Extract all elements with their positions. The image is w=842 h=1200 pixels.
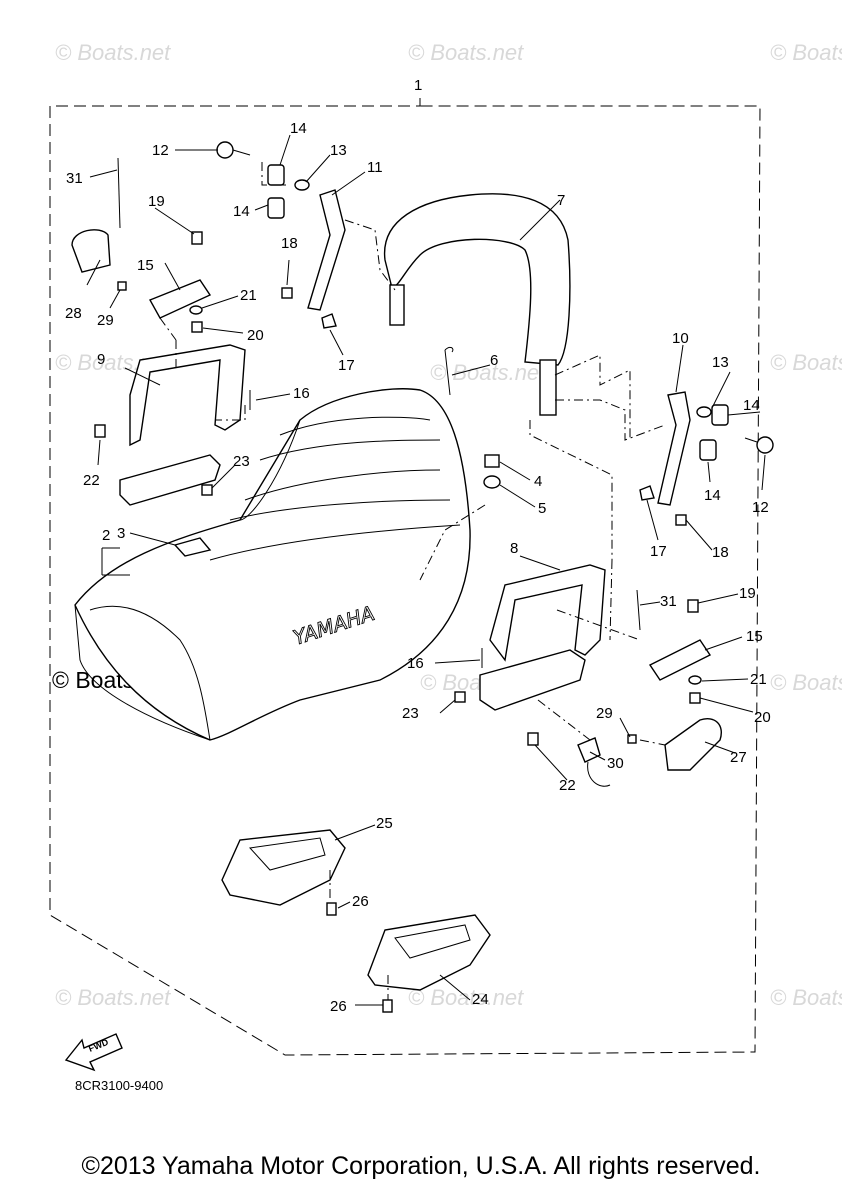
watermarks: © Boats.net © Boats.net © Boats.net © Bo…	[52, 40, 842, 1010]
callout-14b: 14	[233, 203, 250, 220]
callout-21b: 21	[750, 671, 767, 688]
foot-pads	[221, 829, 491, 991]
callout-23a: 23	[233, 453, 250, 470]
callout-21a: 21	[240, 287, 257, 304]
callout-16b: 16	[407, 655, 424, 672]
callout-24: 24	[472, 991, 489, 1008]
callout-29a: 29	[97, 312, 114, 329]
callout-14d: 14	[704, 487, 721, 504]
callout-31b: 31	[660, 593, 677, 610]
assembly-boundary	[49, 98, 761, 1056]
callout-19a: 19	[148, 193, 165, 210]
callout-1: 1	[414, 77, 422, 94]
callout-4: 4	[534, 473, 542, 490]
callout-17b: 17	[650, 543, 667, 560]
callout-19b: 19	[739, 585, 756, 602]
assembly-lines	[159, 162, 666, 1000]
callout-8: 8	[510, 540, 518, 557]
callout-29b: 29	[596, 705, 613, 722]
diagram-code: 8CR3100-9400	[75, 1078, 163, 1093]
arms	[307, 189, 691, 506]
callout-2: 2	[102, 527, 110, 544]
callout-7: 7	[557, 192, 565, 209]
callout-25: 25	[376, 815, 393, 832]
fwd-arrow: FWD	[64, 1033, 123, 1072]
callout-12b: 12	[752, 499, 769, 516]
callout-13a: 13	[330, 142, 347, 159]
rear-bracket-9	[119, 344, 246, 506]
callout-6: 6	[490, 352, 498, 369]
callout-3: 3	[117, 525, 125, 542]
watermark-10: © Boats.net	[408, 985, 524, 1010]
callout-27: 27	[730, 749, 747, 766]
callout-18b: 18	[712, 544, 729, 561]
watermark-11: © Boats.net	[770, 985, 842, 1010]
callout-28: 28	[65, 305, 82, 322]
watermark-2: © Boats.net	[408, 40, 524, 65]
callout-26b: 26	[330, 998, 347, 1015]
watermark-3: © Boats.net	[770, 40, 842, 65]
callout-17a: 17	[338, 357, 355, 374]
callout-20a: 20	[247, 327, 264, 344]
callout-12a: 12	[152, 142, 169, 159]
callout-5: 5	[538, 500, 546, 517]
watermark-8: © Boats.net	[770, 670, 842, 695]
callout-15a: 15	[137, 257, 154, 274]
callouts: 2 3 4 5 6 7 8 9 10 11 12 12 13 13 14 14 …	[65, 120, 771, 1015]
callout-10: 10	[672, 330, 689, 347]
callout-14a: 14	[290, 120, 307, 137]
callout-11: 11	[367, 159, 383, 176]
callout-30: 30	[607, 755, 624, 772]
callout-20b: 20	[754, 709, 771, 726]
callout-22b: 22	[559, 777, 576, 794]
callout-23b: 23	[402, 705, 419, 722]
callout-14c: 14	[743, 397, 760, 414]
watermark-9: © Boats.net	[55, 985, 171, 1010]
callout-16a: 16	[293, 385, 310, 402]
watermark-1: © Boats.net	[55, 40, 171, 65]
seat: YAMAHA	[74, 388, 471, 741]
callout-26a: 26	[352, 893, 369, 910]
callout-18a: 18	[281, 235, 298, 252]
rear-bracket-8	[479, 564, 606, 711]
watermark-5: © Boats.net	[430, 360, 546, 385]
callout-22a: 22	[83, 472, 100, 489]
callout-15b: 15	[746, 628, 763, 645]
callout-9: 9	[97, 351, 105, 368]
copyright-notice: ©2013 Yamaha Motor Corporation, U.S.A. A…	[81, 1152, 761, 1180]
callout-13b: 13	[712, 354, 729, 371]
callout-31a: 31	[66, 170, 83, 187]
leader-lines	[86, 134, 766, 1006]
fwd-arrow-icon	[64, 1033, 123, 1072]
small-parts	[71, 141, 774, 1013]
watermark-6: © Boats.net	[770, 350, 842, 375]
